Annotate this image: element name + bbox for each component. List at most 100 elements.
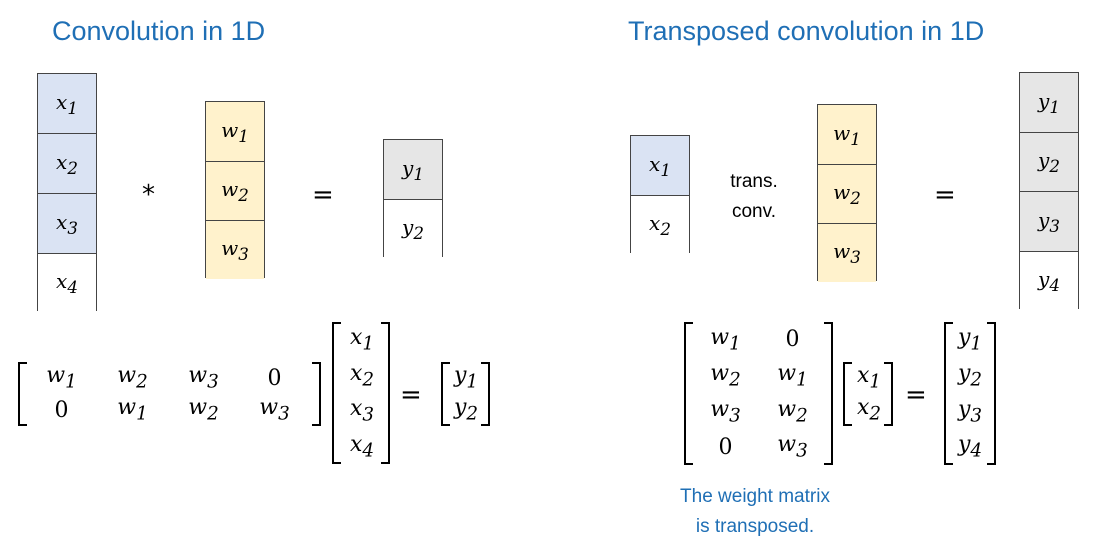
kernel-cell: w2 (206, 161, 264, 220)
input-column: x1 x2 x3 x4 (37, 73, 97, 312)
kernel-column: w1 w2 w3 (205, 101, 265, 279)
input-label: x4 (56, 269, 78, 297)
kernel-label: w1 (833, 120, 861, 149)
matrix-entry: 0 (54, 397, 69, 423)
vector-entry: x2 (349, 360, 375, 390)
matrix-bracket-left (684, 322, 693, 465)
matrix-entry: 0 (718, 434, 733, 460)
output-label: y4 (1038, 267, 1060, 295)
matrix-entry: w3 (710, 396, 741, 427)
kernel-cell: w1 (818, 105, 876, 164)
output-cell: y3 (1020, 191, 1078, 251)
matrix-bracket-right (824, 322, 833, 465)
output-cell: y1 (384, 140, 442, 199)
note-line: The weight matrix (680, 486, 830, 507)
equation-equals: = (400, 380, 422, 410)
output-cell: y2 (384, 199, 442, 258)
matrix-entry: 0 (785, 327, 800, 353)
matrix-entry: w2 (710, 360, 741, 391)
vector-y-bracket-right (987, 322, 996, 465)
weight-matrix: w1 w2 w3 0 0 w1 w2 w3 (26, 362, 310, 426)
vector-entry: y2 (453, 395, 479, 425)
matrix-entry: w3 (188, 363, 219, 393)
convolution-operator: * (142, 180, 155, 210)
input-label: x3 (56, 209, 78, 238)
vector-x-bracket-left (332, 322, 341, 464)
output-cell: y2 (1020, 132, 1078, 191)
operator-line: conv. (731, 201, 776, 222)
input-cell: x2 (631, 195, 689, 254)
input-cell: x1 (38, 74, 96, 133)
vector-y: y1 y2 (447, 362, 485, 426)
vector-entry: y3 (957, 396, 983, 427)
vector-y-bracket-right (481, 362, 490, 426)
matrix-entry: w3 (259, 395, 290, 425)
vector-entry: y2 (957, 360, 983, 391)
vector-x-bracket-left (843, 362, 852, 426)
input-label: x2 (649, 211, 671, 239)
output-cell: y1 (1020, 73, 1078, 132)
vector-entry: x1 (856, 363, 882, 393)
vector-entry: x2 (856, 395, 882, 425)
transposed-convolution-operator: trans. conv. (712, 167, 796, 227)
kernel-label: w2 (833, 180, 861, 208)
convolution-title: Convolution in 1D (52, 16, 266, 46)
input-cell: x3 (38, 193, 96, 253)
transposed-weight-matrix: w1 0 w2 w1 w3 w2 0 w3 (692, 322, 826, 465)
kernel-cell: w3 (818, 223, 876, 282)
output-cell: y4 (1020, 251, 1078, 310)
vector-x: x1 x2 x3 x4 (340, 322, 384, 464)
vector-x-bracket-right (884, 362, 893, 426)
matrix-entry: w1 (46, 363, 77, 393)
vector-x: x1 x2 (849, 362, 889, 426)
kernel-column: w1 w2 w3 (817, 104, 877, 282)
input-cell: x1 (631, 136, 689, 195)
matrix-bracket-left (18, 362, 27, 426)
input-label: x1 (56, 89, 78, 118)
vector-y-bracket-left (944, 322, 953, 465)
equals-sign: = (312, 180, 334, 210)
matrix-entry: w2 (188, 395, 219, 425)
input-label: x2 (56, 149, 78, 178)
output-label: y2 (402, 215, 424, 243)
vector-y: y1 y2 y3 y4 (950, 322, 990, 465)
vector-entry: y1 (957, 325, 983, 355)
matrix-entry: w1 (710, 325, 741, 355)
input-cell: x4 (38, 253, 96, 312)
matrix-entry: w1 (117, 395, 148, 425)
note-line: is transposed. (695, 516, 815, 537)
output-label: y1 (402, 155, 424, 184)
kernel-cell: w2 (818, 164, 876, 223)
matrix-entry: w1 (777, 360, 808, 391)
vector-y-bracket-left (441, 362, 450, 426)
matrix-entry: w2 (777, 396, 808, 427)
output-label: y3 (1038, 207, 1060, 236)
input-cell: x2 (38, 133, 96, 193)
operator-line: trans. (730, 171, 778, 192)
output-column: y1 y2 (383, 139, 443, 258)
input-column: x1 x2 (630, 135, 690, 254)
output-label: y2 (1038, 148, 1060, 176)
vector-entry: x3 (349, 396, 375, 426)
equation-equals: = (905, 380, 927, 410)
vector-entry: x4 (349, 431, 375, 461)
vector-x-bracket-right (381, 322, 390, 464)
vector-entry: y4 (957, 432, 983, 462)
matrix-entry: w3 (777, 432, 808, 462)
input-label: x1 (649, 151, 671, 180)
kernel-label: w1 (221, 117, 249, 146)
equals-sign: = (934, 180, 956, 210)
vector-entry: y1 (453, 363, 479, 393)
output-column: y1 y2 y3 y4 (1019, 72, 1079, 310)
kernel-cell: w1 (206, 102, 264, 161)
kernel-label: w3 (221, 236, 249, 264)
vector-entry: x1 (349, 325, 375, 355)
matrix-bracket-right (312, 362, 321, 426)
matrix-entry: 0 (267, 365, 282, 391)
transposed-convolution-title: Transposed convolution in 1D (628, 16, 985, 46)
transpose-note: The weight matrix is transposed. (640, 482, 870, 542)
output-label: y1 (1038, 88, 1060, 117)
kernel-cell: w3 (206, 220, 264, 279)
matrix-entry: w2 (117, 363, 148, 393)
kernel-label: w2 (221, 177, 249, 205)
